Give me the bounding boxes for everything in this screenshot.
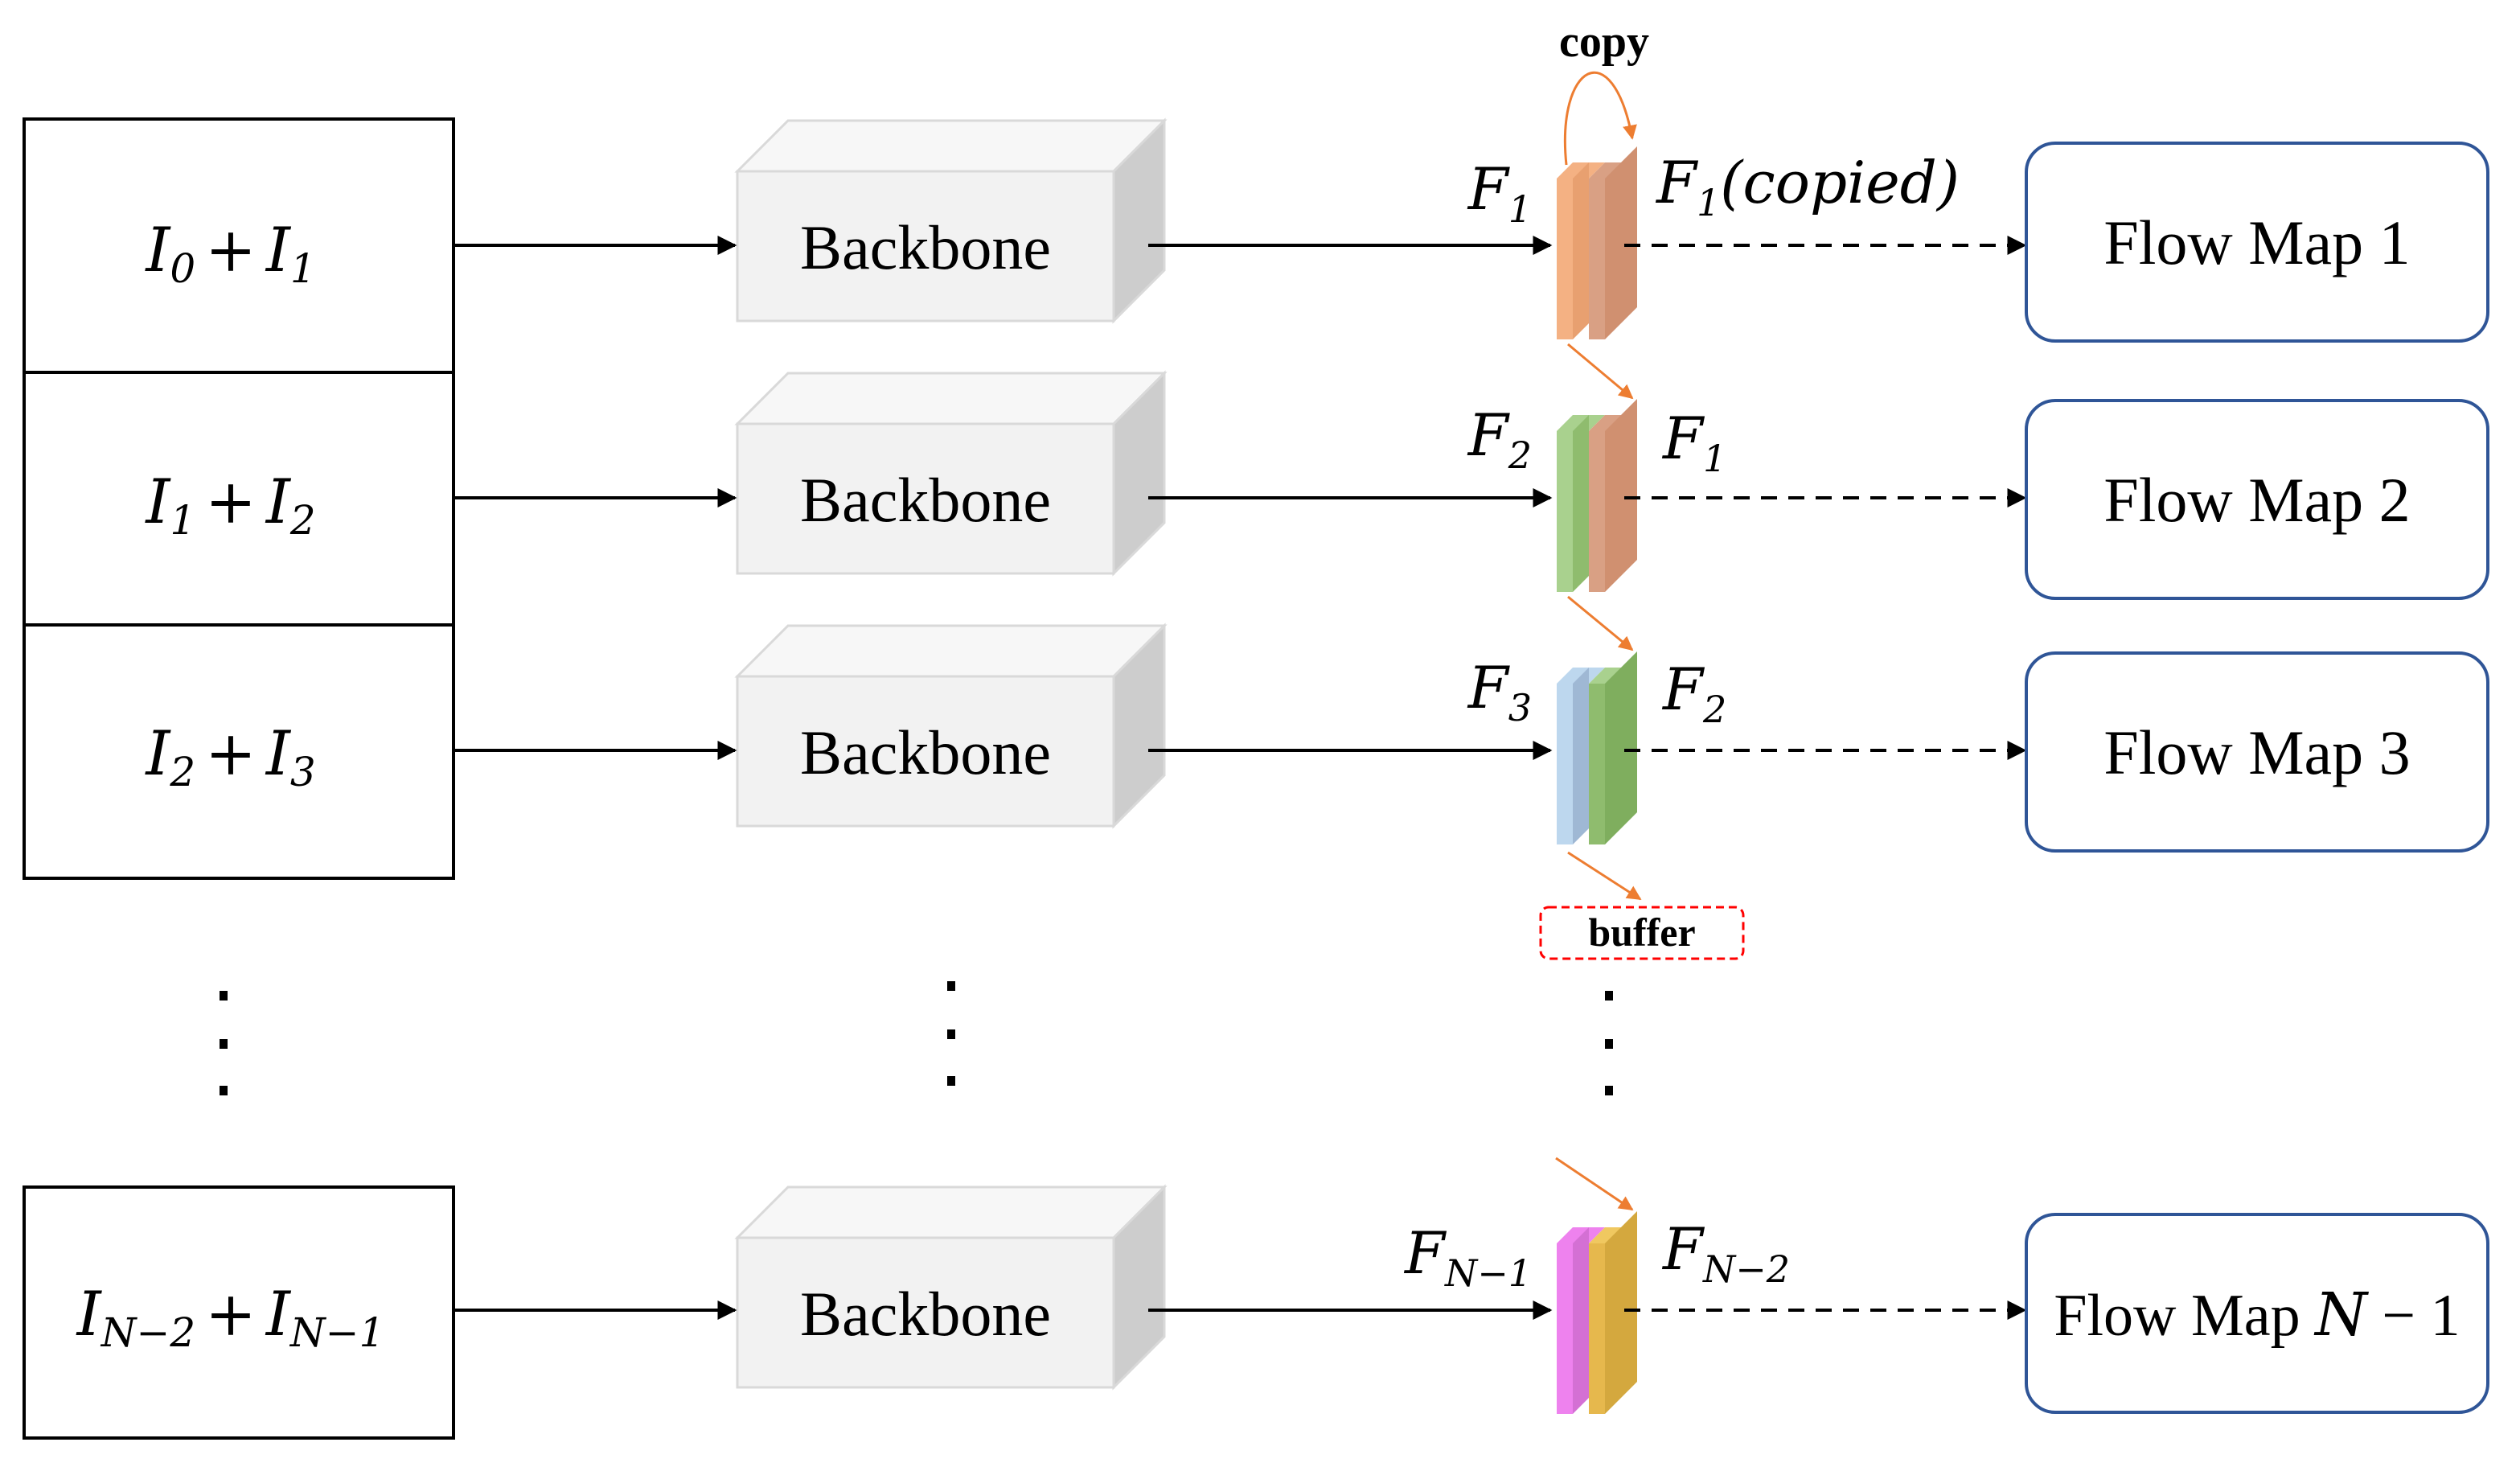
- backbone-label: Backbone: [800, 717, 1051, 787]
- flow-map-box-1: [2025, 142, 2489, 343]
- backbone-label: Backbone: [800, 465, 1051, 535]
- flow-map-label-last: Flow Map N − 1: [2054, 1280, 2460, 1350]
- feature-slab-fn-2: [1589, 1243, 1605, 1414]
- backbone-block-last: Backbone: [734, 1184, 1168, 1391]
- flow-map-label-1: Flow Map 1: [2103, 208, 2410, 277]
- feature-slab-f3: [1557, 684, 1573, 844]
- feature-label-right: F2: [1661, 655, 1726, 731]
- shift-arrow: [1567, 343, 1634, 400]
- feature-label-right: F1: [1661, 405, 1726, 480]
- flow-map-box-2: [2025, 399, 2489, 600]
- buffer-box: [1539, 906, 1745, 960]
- feature-slab-f1-copied: [1589, 179, 1605, 339]
- feature-label-left: F3: [1467, 654, 1532, 729]
- feature-pair-1: [1557, 146, 1637, 339]
- ellipsis-backbones: [947, 981, 955, 1086]
- copy-label: copy: [1559, 17, 1649, 67]
- input-label-3: I2+I3: [144, 717, 315, 795]
- backbone-label: Backbone: [800, 212, 1051, 282]
- feature-slab-f1: [1557, 179, 1573, 339]
- shift-arrow: [1567, 595, 1634, 651]
- feature-slab-f2: [1557, 431, 1573, 592]
- input-label-last: IN−2+IN−1: [76, 1278, 385, 1356]
- feature-label-left: FN−1: [1403, 1219, 1532, 1295]
- feature-pair-2: [1557, 399, 1637, 592]
- backbone-block-3: Backbone: [734, 623, 1168, 829]
- backbone-label: Backbone: [800, 1279, 1051, 1349]
- backbone-block-2: Backbone: [734, 370, 1168, 577]
- flow-map-label-2: Flow Map 2: [2103, 465, 2410, 535]
- feature-label-left: F1: [1467, 155, 1532, 231]
- flow-map-box-last: [2025, 1213, 2489, 1414]
- shift-arrow-to-buffer: [1567, 851, 1642, 901]
- input-label-1: I0+I1: [144, 214, 315, 292]
- feature-pair-last: [1557, 1211, 1637, 1414]
- feature-label-right: F1(copied): [1655, 149, 1960, 224]
- shift-arrow-from-buffer: [1555, 1157, 1634, 1211]
- input-label-2: I1+I2: [144, 466, 315, 544]
- feature-slab-f1: [1589, 431, 1605, 592]
- ellipsis-inputs: [220, 991, 228, 1095]
- feature-label-right: FN−2: [1661, 1215, 1790, 1291]
- copy-arrow: [1564, 71, 1637, 166]
- feature-pair-3: [1557, 651, 1637, 844]
- feature-label-left: F2: [1467, 401, 1532, 477]
- buffer-label: buffer: [1588, 910, 1695, 955]
- backbone-block-1: Backbone: [734, 117, 1168, 324]
- ellipsis-features: [1605, 991, 1613, 1095]
- flow-map-label-3: Flow Map 3: [2103, 717, 2410, 787]
- flow-map-box-3: [2025, 651, 2489, 853]
- feature-slab-f2: [1589, 684, 1605, 844]
- input-box-last: [23, 1185, 455, 1440]
- feature-slab-fn-1: [1557, 1243, 1573, 1414]
